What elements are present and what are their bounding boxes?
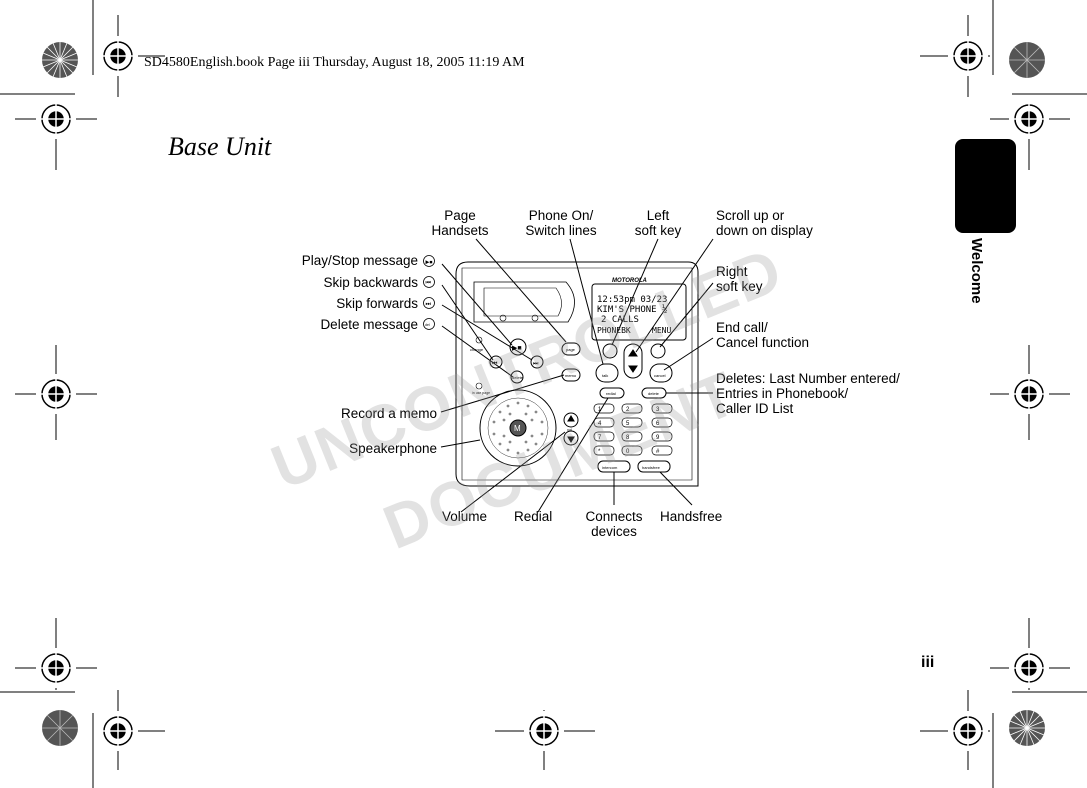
- label-speakerphone: Speakerphone: [349, 441, 437, 456]
- svg-text:MENU: MENU: [652, 326, 671, 335]
- page-number: iii: [921, 654, 935, 671]
- svg-text:PHONEBK: PHONEBK: [597, 326, 631, 335]
- svg-text:in use page: in use page: [472, 391, 490, 395]
- label-end-call: End call/Cancel function: [716, 320, 810, 350]
- svg-text:talk: talk: [602, 373, 608, 378]
- chapter-tab-label: Welcome: [968, 238, 985, 304]
- base-unit-drawing: MOTOROLA 12:53pm 03/23 KIM'S PHONE ½ 2 C…: [455, 261, 699, 487]
- svg-text:⏮: ⏮: [426, 281, 432, 287]
- svg-text:change: change: [470, 347, 484, 352]
- header-line: SD4580English.book Page iii Thursday, Au…: [144, 55, 525, 70]
- svg-text:3: 3: [656, 407, 660, 413]
- svg-text:del: del: [425, 323, 430, 327]
- svg-text:#: #: [656, 449, 660, 455]
- svg-text:intercom: intercom: [602, 465, 618, 470]
- svg-text:cancel: cancel: [654, 373, 666, 378]
- registration-targets: [36, 36, 1049, 751]
- svg-text:handsfree: handsfree: [642, 465, 661, 470]
- svg-text:delete: delete: [648, 391, 660, 396]
- svg-text:▶■: ▶■: [512, 345, 522, 352]
- section-title: Base Unit: [168, 132, 272, 161]
- label-skip-forwards: Skip forwards: [336, 296, 418, 311]
- svg-text:1: 1: [598, 407, 602, 413]
- callout-leaders: [440, 238, 714, 513]
- svg-text:8: 8: [626, 435, 630, 441]
- inline-button-icons: ▶■ ⏮ ⏭ del: [423, 255, 435, 330]
- svg-text:page: page: [566, 347, 576, 352]
- svg-text:M: M: [514, 424, 521, 433]
- label-handsfree: Handsfree: [660, 509, 723, 524]
- label-record-memo: Record a memo: [340, 406, 437, 421]
- svg-text:KIM'S PHONE ½: KIM'S PHONE ½: [597, 304, 667, 315]
- svg-text:6: 6: [656, 421, 660, 427]
- svg-text:▶■: ▶■: [426, 260, 433, 266]
- svg-text:delete: delete: [512, 375, 524, 380]
- svg-text:9: 9: [656, 435, 660, 441]
- svg-text:⏭: ⏭: [533, 361, 539, 367]
- svg-text:redial: redial: [606, 391, 616, 396]
- svg-text:⏭: ⏭: [426, 302, 432, 308]
- svg-text:*: *: [598, 449, 601, 455]
- label-redial: Redial: [514, 509, 553, 524]
- svg-text:0: 0: [626, 449, 630, 455]
- label-volume: Volume: [442, 509, 488, 524]
- chapter-tab: [955, 139, 1016, 233]
- label-skip-backwards: Skip backwards: [323, 275, 418, 290]
- label-play-stop: Play/Stop message: [301, 253, 418, 268]
- svg-text:memo: memo: [565, 373, 577, 378]
- label-delete-message: Delete message: [320, 317, 418, 332]
- svg-text:2: 2: [626, 407, 630, 413]
- svg-text:4: 4: [598, 421, 602, 427]
- star-wheels: [42, 42, 1045, 746]
- svg-text:vol: vol: [567, 427, 572, 432]
- svg-text:12:53pm 03/23: 12:53pm 03/23: [597, 295, 667, 305]
- svg-text:5: 5: [626, 421, 630, 427]
- svg-text:7: 7: [598, 435, 602, 441]
- svg-text:2 CALLS: 2 CALLS: [601, 315, 639, 325]
- label-deletes: Deletes: Last Number entered/Entries in …: [716, 371, 900, 416]
- brand-logo: MOTOROLA: [612, 278, 647, 284]
- label-phone-on: Phone On/Switch lines: [525, 208, 597, 238]
